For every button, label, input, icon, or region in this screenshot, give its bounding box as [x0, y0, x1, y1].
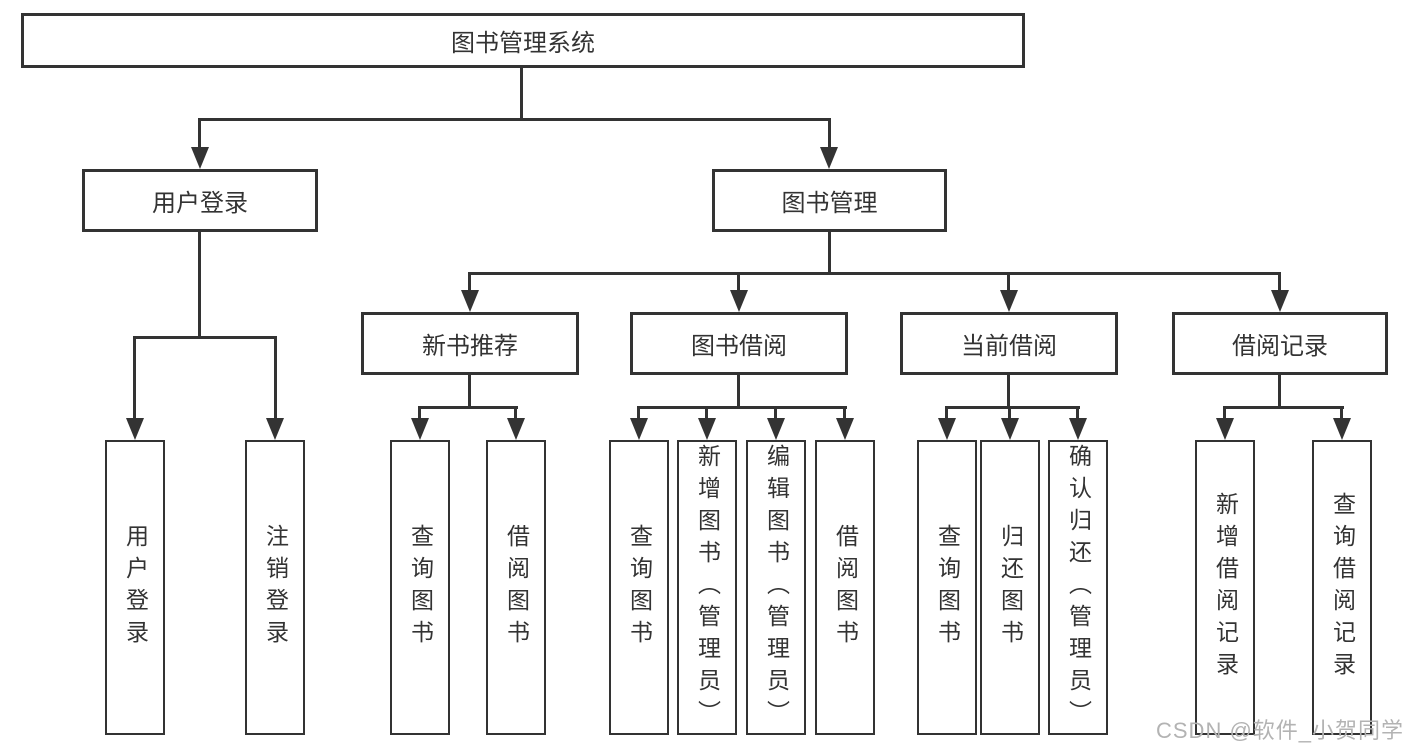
- connector-stem: [1340, 406, 1343, 420]
- connector-stem: [514, 406, 517, 420]
- node-library-system: 图书管理系统: [21, 13, 1025, 68]
- connector-stem: [828, 232, 831, 275]
- arrow-down-icon: [1001, 418, 1019, 440]
- connector-stem: [468, 375, 471, 409]
- leaf-query-borrow-record: 查询借阅记录: [1312, 440, 1372, 735]
- leaf-current-query-books: 查询图书: [917, 440, 977, 735]
- connector-horizontal: [1223, 406, 1344, 409]
- connector-stem: [637, 406, 640, 420]
- node-user-login: 用户登录: [82, 169, 318, 232]
- connector-stem: [737, 375, 740, 409]
- arrow-down-icon: [836, 418, 854, 440]
- arrow-down-icon: [126, 418, 144, 440]
- leaf-edit-books-admin: 编辑图书（管理员）: [746, 440, 806, 735]
- connector-stem: [274, 336, 277, 420]
- leaf-confirm-return-admin: 确认归还（管理员）: [1048, 440, 1108, 735]
- leaf-user-login: 用户登录: [105, 440, 165, 735]
- connector-book-mgmt-stem: [828, 118, 831, 150]
- connector-root-stem: [520, 68, 523, 121]
- arrow-down-icon: [191, 147, 209, 169]
- leaf-add-borrow-record: 新增借阅记录: [1195, 440, 1255, 735]
- connector-stem: [418, 406, 421, 420]
- connector-stem: [1278, 375, 1281, 409]
- connector-stem: [945, 406, 948, 420]
- leaf-recommend-borrow-books: 借阅图书: [486, 440, 546, 735]
- arrow-down-icon: [767, 418, 785, 440]
- connector-level1-horizontal: [198, 118, 831, 121]
- leaf-borrowing-borrow-books: 借阅图书: [815, 440, 875, 735]
- connector-horizontal: [418, 406, 518, 409]
- node-current-borrowing: 当前借阅: [900, 312, 1118, 375]
- connector-stem: [1076, 406, 1079, 420]
- connector-stem: [843, 406, 846, 420]
- node-new-book-recommendation: 新书推荐: [361, 312, 579, 375]
- arrow-down-icon: [698, 418, 716, 440]
- arrow-down-icon: [507, 418, 525, 440]
- leaf-recommend-query-books: 查询图书: [390, 440, 450, 735]
- connector-stem: [737, 272, 740, 294]
- arrow-down-icon: [266, 418, 284, 440]
- arrow-down-icon: [820, 147, 838, 169]
- arrow-down-icon: [630, 418, 648, 440]
- connector-stem: [774, 406, 777, 420]
- leaf-logout: 注销登录: [245, 440, 305, 735]
- node-borrowing-records: 借阅记录: [1172, 312, 1388, 375]
- connector-stem: [198, 232, 201, 339]
- node-book-borrowing: 图书借阅: [630, 312, 848, 375]
- leaf-borrowing-query-books: 查询图书: [609, 440, 669, 735]
- arrow-down-icon: [1216, 418, 1234, 440]
- connector-stem: [1223, 406, 1226, 420]
- arrow-down-icon: [938, 418, 956, 440]
- node-book-management: 图书管理: [712, 169, 947, 232]
- arrow-down-icon: [1069, 418, 1087, 440]
- connector-stem: [1008, 406, 1011, 420]
- arrow-down-icon: [1271, 290, 1289, 312]
- arrow-down-icon: [461, 290, 479, 312]
- arrow-down-icon: [1000, 290, 1018, 312]
- connector-level2-horizontal: [468, 272, 1281, 275]
- connector-stem: [468, 272, 471, 294]
- leaf-add-books-admin: 新增图书（管理员）: [677, 440, 737, 735]
- connector-stem: [1007, 375, 1010, 409]
- connector-stem: [1007, 272, 1010, 294]
- connector-stem: [1278, 272, 1281, 294]
- connector-stem: [705, 406, 708, 420]
- connector-user-login-stem: [198, 118, 201, 150]
- arrow-down-icon: [1333, 418, 1351, 440]
- connector-horizontal: [133, 336, 276, 339]
- csdn-watermark: CSDN @软件_小贺同学: [1156, 718, 1405, 743]
- arrow-down-icon: [411, 418, 429, 440]
- leaf-return-books: 归还图书: [980, 440, 1040, 735]
- connector-horizontal: [945, 406, 1080, 409]
- arrow-down-icon: [730, 290, 748, 312]
- connector-horizontal: [637, 406, 847, 409]
- connector-stem: [133, 336, 136, 420]
